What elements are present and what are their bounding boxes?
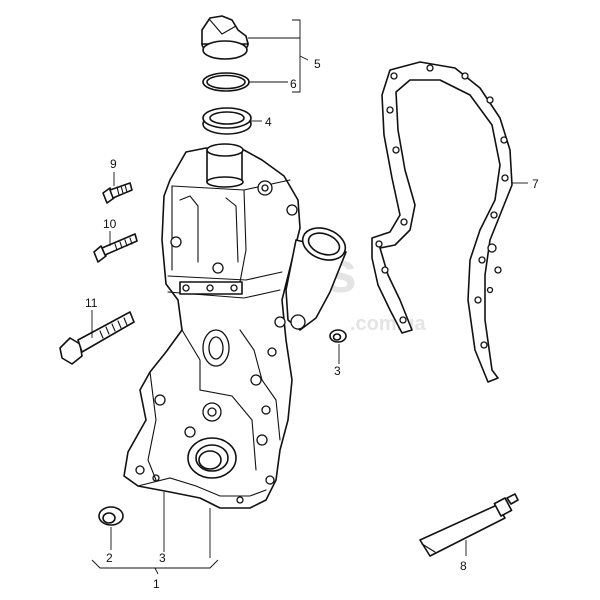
callout-9: 9	[110, 157, 117, 171]
callout-3-bottom: 3	[159, 551, 166, 565]
bolt-9-part[interactable]	[102, 182, 133, 204]
callout-11: 11	[85, 296, 98, 310]
callout-6: 6	[290, 77, 297, 91]
seal-3-part[interactable]	[329, 329, 347, 343]
bolt-10-part[interactable]	[93, 233, 138, 263]
callout-8: 8	[460, 559, 467, 573]
callout-3-right: 3	[334, 364, 341, 378]
timing-cover-housing-part[interactable]	[123, 143, 350, 509]
bolt-11-part[interactable]	[59, 311, 135, 365]
sealant-tube-part[interactable]	[419, 493, 519, 557]
callout-10: 10	[103, 217, 117, 231]
seal-ring-part[interactable]	[202, 107, 252, 135]
gasket-part[interactable]	[371, 61, 513, 383]
callout-7: 7	[532, 177, 539, 191]
watermark-sub: .com.ua	[350, 313, 426, 335]
callout-2: 2	[106, 551, 113, 565]
callout-1: 1	[153, 577, 160, 591]
o-ring-part[interactable]	[202, 72, 250, 92]
callout-4: 4	[265, 115, 272, 129]
callout-5: 5	[314, 57, 321, 71]
leader-lines	[91, 19, 528, 575]
seal-2-part[interactable]	[98, 506, 124, 526]
oil-filler-cap-part[interactable]	[201, 15, 249, 60]
